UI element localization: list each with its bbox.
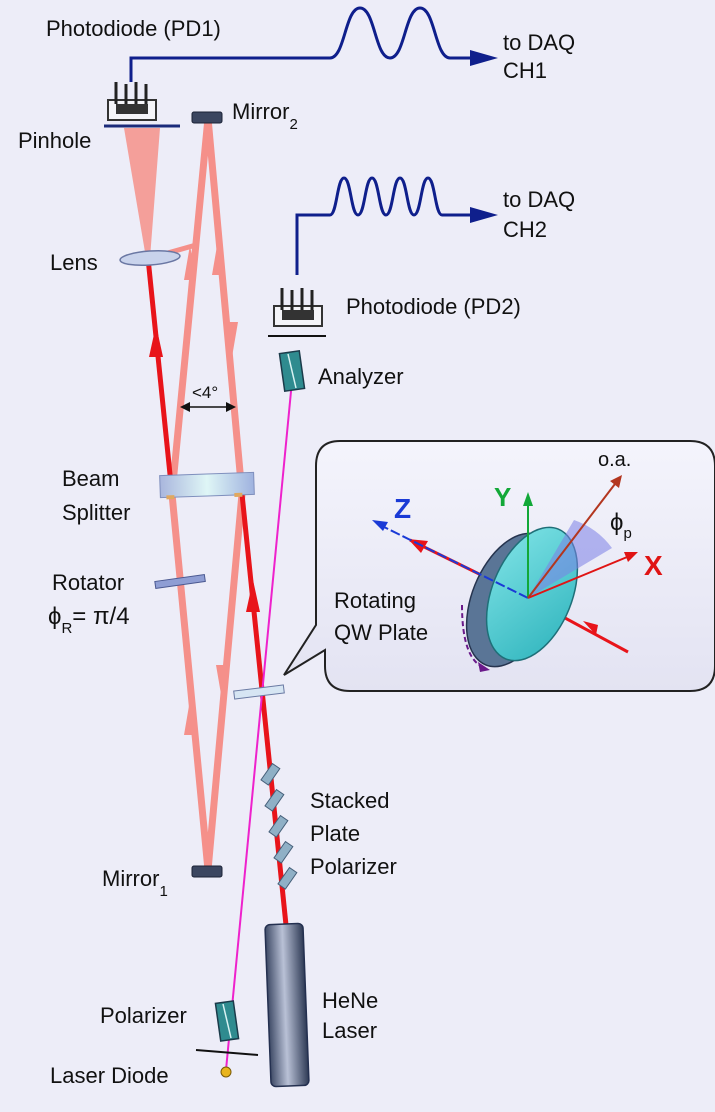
arrow-marker — [212, 240, 224, 275]
arrow-marker — [149, 325, 163, 357]
diode-beam — [225, 359, 295, 1071]
pinhole-cone — [124, 128, 160, 258]
label-stacked-line3: Polarizer — [310, 854, 397, 879]
photodiode-pd1-icon — [107, 82, 157, 121]
photodiode-pd2-icon — [273, 288, 323, 327]
arrow-marker — [583, 621, 598, 635]
label-optic-axis: o.a. — [598, 449, 631, 471]
label-daq-ch2-line1: to DAQ — [503, 187, 575, 212]
arrow-marker — [246, 580, 260, 612]
qw-plate-inset — [283, 440, 715, 692]
arrow-marker — [610, 475, 622, 488]
label-mirror-2: Mirror2 — [232, 99, 298, 133]
arrow-marker — [523, 492, 533, 506]
label-axis-y: Y — [494, 482, 511, 512]
label-rotating: Rotating — [334, 588, 416, 613]
label-phi-p: ϕp — [610, 509, 632, 542]
arrow-marker — [478, 662, 490, 672]
beam-splitter-element — [159, 471, 255, 500]
label-daq-ch2-line2: CH2 — [503, 217, 547, 242]
label-beam-splitter-line1: Beam — [62, 466, 119, 491]
label-photodiode-pd1: Photodiode (PD1) — [46, 16, 221, 41]
label-beam-splitter-line2: Splitter — [62, 500, 130, 525]
label-hene-line1: HeNe — [322, 988, 378, 1013]
rotator-element — [154, 573, 206, 590]
label-axis-x: X — [644, 550, 663, 581]
arrow-marker — [184, 700, 196, 735]
label-lens: Lens — [50, 250, 98, 275]
label-stacked-line1: Stacked — [310, 788, 390, 813]
label-laser-diode: Laser Diode — [50, 1063, 169, 1088]
mirror-1 — [191, 865, 223, 878]
lens-element — [119, 249, 181, 267]
label-polarizer: Polarizer — [100, 1003, 187, 1028]
signal-line-ch1 — [129, 6, 498, 82]
arrow-marker — [408, 539, 428, 553]
label-axis-z: Z — [394, 493, 411, 524]
label-mirror-1: Mirror1 — [102, 866, 168, 900]
qw-plate-element — [233, 684, 285, 700]
arrow-marker — [184, 245, 196, 280]
label-photodiode-pd2: Photodiode (PD2) — [346, 294, 521, 319]
arrow-marker — [624, 552, 638, 562]
mirror-2 — [191, 111, 223, 124]
label-daq-ch1-line1: to DAQ — [503, 30, 575, 55]
label-rotator-angle: ϕR= π/4 — [48, 603, 130, 637]
label-hene-line2: Laser — [322, 1018, 377, 1043]
label-stacked-line2: Plate — [310, 821, 360, 846]
hene-laser-tube — [264, 922, 310, 1088]
hene-beam — [145, 257, 289, 926]
label-angle: <4° — [192, 383, 218, 402]
arrow-marker — [372, 520, 388, 531]
label-analyzer: Analyzer — [318, 364, 404, 389]
arrow-marker — [216, 665, 228, 700]
signal-line-ch2 — [295, 176, 498, 275]
label-qw-plate: QW Plate — [334, 620, 428, 645]
label-pinhole: Pinhole — [18, 128, 91, 153]
label-daq-ch1-line2: CH1 — [503, 58, 547, 83]
laser-diode-mount — [195, 1049, 259, 1056]
label-rotator: Rotator — [52, 570, 124, 595]
laser-diode-icon — [220, 1066, 232, 1078]
arrow-marker — [226, 322, 238, 357]
stacked-plate-polarizer-element — [260, 762, 298, 890]
angle-indicator — [180, 402, 236, 412]
